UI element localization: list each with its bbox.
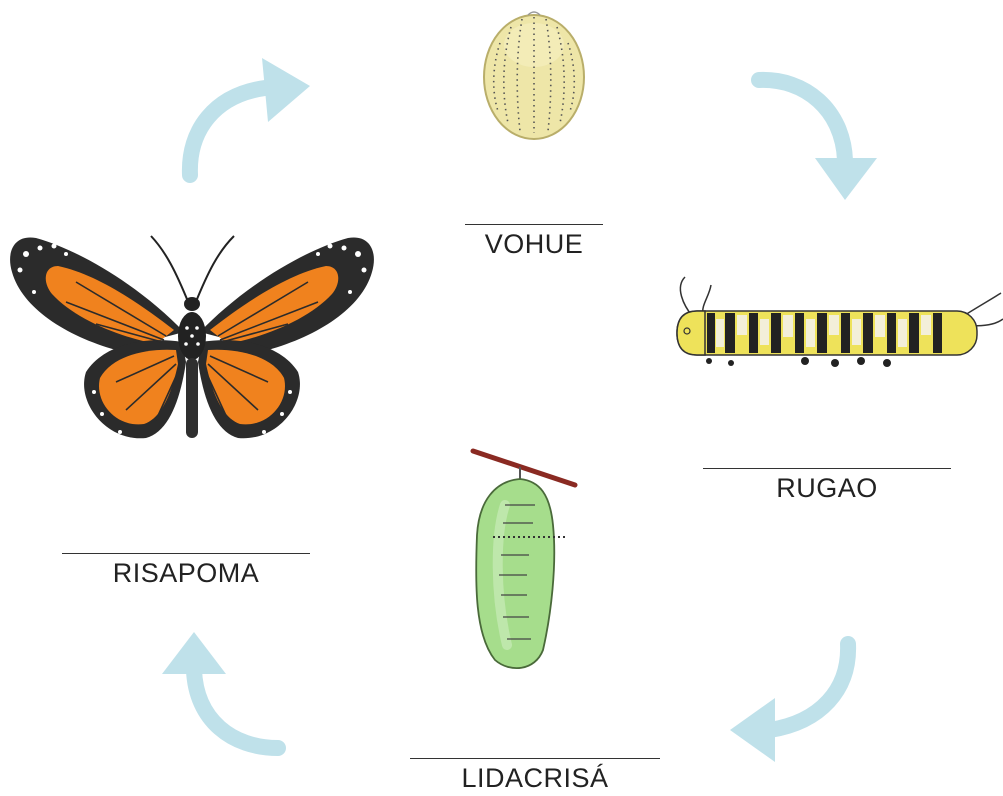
adult-label-block: RISAPOMA	[62, 553, 310, 589]
larva-label-block: RUGAO	[703, 468, 951, 504]
egg-label: VOHUE	[465, 229, 603, 260]
caterpillar-icon	[665, 275, 1003, 375]
butterfly-icon	[6, 232, 378, 447]
egg-label-block: VOHUE	[465, 224, 603, 260]
pupa-label: LIDACRISÁ	[410, 763, 660, 794]
pupa-label-block: LIDACRISÁ	[410, 758, 660, 794]
egg-icon	[478, 5, 590, 140]
larva-label-underline	[703, 468, 951, 469]
adult-label-underline	[62, 553, 310, 554]
adult-label: RISAPOMA	[62, 558, 310, 589]
arrow-top-left-icon	[170, 50, 320, 190]
egg-label-underline	[465, 224, 603, 225]
larva-label: RUGAO	[703, 473, 951, 504]
arrow-top-right-icon	[745, 60, 895, 210]
arrow-bottom-right-icon	[720, 630, 870, 770]
arrow-bottom-left-icon	[150, 620, 300, 770]
chrysalis-icon	[465, 445, 580, 675]
pupa-label-underline	[410, 758, 660, 759]
